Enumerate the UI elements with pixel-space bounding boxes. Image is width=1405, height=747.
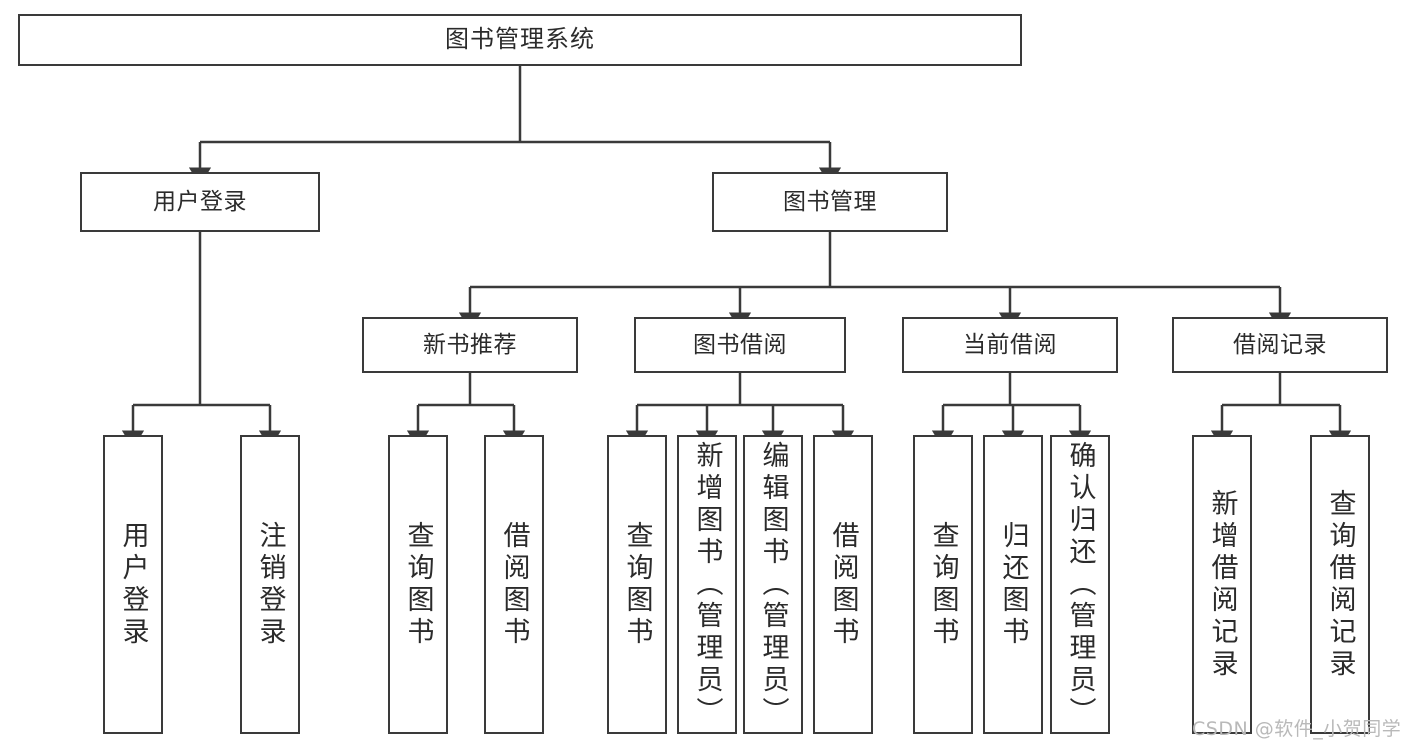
node-label-root: 图书管理系统: [445, 25, 595, 54]
node-login[interactable]: 用户登录: [80, 172, 320, 232]
node-label-leaf-qrec: 查询借阅记录: [1324, 488, 1356, 681]
node-label-leaf-logout: 注销登录: [254, 520, 286, 649]
node-label-leaf-edit: 编辑图书（管理员）: [757, 440, 789, 729]
csdn-watermark: CSDN @软件_小贺同学: [1192, 718, 1402, 740]
node-label-leaf-q1: 查询图书: [402, 520, 434, 649]
node-current[interactable]: 当前借阅: [902, 317, 1118, 373]
node-leaf-add[interactable]: 新增图书（管理员）: [677, 435, 737, 734]
node-leaf-b1[interactable]: 借阅图书: [484, 435, 544, 734]
node-leaf-logout[interactable]: 注销登录: [240, 435, 300, 734]
node-leaf-return[interactable]: 归还图书: [983, 435, 1043, 734]
node-label-leaf-add: 新增图书（管理员）: [691, 440, 723, 729]
node-root[interactable]: 图书管理系统: [18, 14, 1022, 66]
node-leaf-newrec[interactable]: 新增借阅记录: [1192, 435, 1252, 734]
node-label-leaf-return: 归还图书: [997, 520, 1029, 649]
node-label-leaf-q2: 查询图书: [621, 520, 653, 649]
node-leaf-login[interactable]: 用户登录: [103, 435, 163, 734]
node-label-leaf-b1: 借阅图书: [498, 520, 530, 649]
node-label-current: 当前借阅: [963, 331, 1057, 358]
node-label-login: 用户登录: [153, 188, 247, 215]
node-label-leaf-q3: 查询图书: [927, 520, 959, 649]
node-label-newbook: 新书推荐: [423, 331, 517, 358]
node-label-records: 借阅记录: [1233, 331, 1327, 358]
node-leaf-q1[interactable]: 查询图书: [388, 435, 448, 734]
node-label-leaf-confirm: 确认归还（管理员）: [1064, 440, 1096, 729]
node-label-leaf-newrec: 新增借阅记录: [1206, 488, 1238, 681]
node-leaf-confirm[interactable]: 确认归还（管理员）: [1050, 435, 1110, 734]
node-records[interactable]: 借阅记录: [1172, 317, 1388, 373]
node-bookmgmt[interactable]: 图书管理: [712, 172, 948, 232]
node-newbook[interactable]: 新书推荐: [362, 317, 578, 373]
node-label-leaf-login: 用户登录: [117, 520, 149, 649]
edge-group: [121, 66, 1352, 449]
node-label-leaf-b2: 借阅图书: [827, 520, 859, 649]
node-leaf-qrec[interactable]: 查询借阅记录: [1310, 435, 1370, 734]
node-label-bookmgmt: 图书管理: [783, 188, 877, 215]
node-leaf-b2[interactable]: 借阅图书: [813, 435, 873, 734]
node-leaf-q3[interactable]: 查询图书: [913, 435, 973, 734]
node-leaf-edit[interactable]: 编辑图书（管理员）: [743, 435, 803, 734]
node-borrow[interactable]: 图书借阅: [634, 317, 846, 373]
node-label-borrow: 图书借阅: [693, 331, 787, 358]
node-leaf-q2[interactable]: 查询图书: [607, 435, 667, 734]
